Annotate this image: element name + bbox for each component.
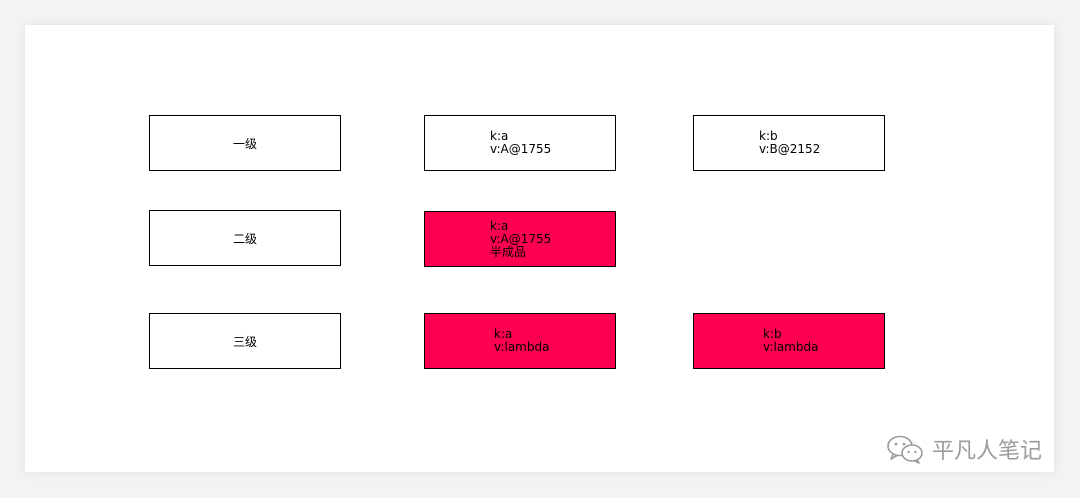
level-1-cell-b: k:b v:B@2152: [693, 115, 885, 171]
level-2-label: 二级: [232, 231, 257, 246]
level-1-label-box: 一级: [149, 115, 341, 171]
level-3-cell-a: k:a v:lambda: [424, 313, 616, 369]
cell-status: 半成品: [490, 244, 527, 259]
level-2-label-box: 二级: [149, 210, 341, 266]
cell-value: v:lambda: [494, 340, 550, 354]
cell-value: v:B@2152: [759, 142, 821, 156]
cell-key: k:a: [490, 218, 509, 233]
watermark: 平凡人笔记: [886, 433, 1042, 465]
cell-key: k:a: [494, 327, 513, 341]
wechat-icon: [887, 435, 923, 464]
cell-value: v:A@1755: [490, 142, 552, 156]
cell-key: k:b: [763, 327, 782, 341]
cell-value: v:A@1755: [490, 231, 552, 246]
cell-key: k:a: [490, 129, 509, 143]
cell-value: v:lambda: [763, 340, 819, 354]
diagram-canvas: 一级 k:a v:A@1755 k:b v:B@2152 二级 k:a v:A@…: [25, 25, 1054, 472]
level-1-cell-a: k:a v:A@1755: [424, 115, 616, 171]
level-3-label: 三级: [232, 334, 257, 349]
level-3-label-box: 三级: [149, 313, 341, 369]
level-1-label: 一级: [232, 136, 257, 151]
watermark-text: 平凡人笔记: [931, 439, 1042, 464]
cell-key: k:b: [759, 129, 778, 143]
level-3-cell-b: k:b v:lambda: [693, 313, 885, 369]
level-2-cell-a: k:a v:A@1755 半成品: [424, 211, 616, 267]
